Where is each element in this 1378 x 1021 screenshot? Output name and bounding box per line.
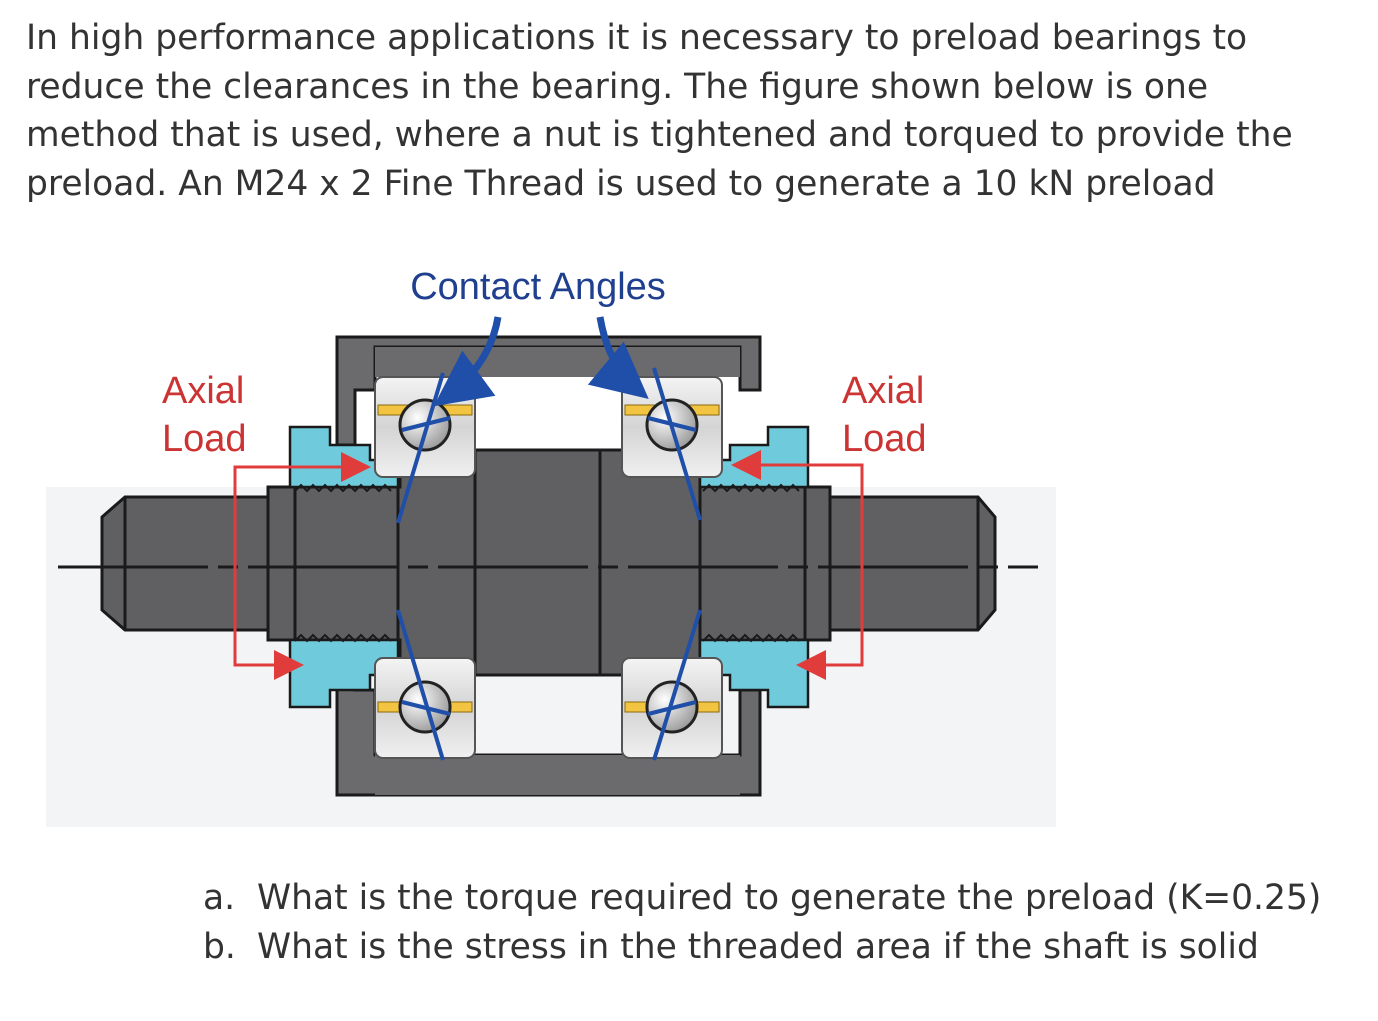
intro-line-1: In high performance applications it is n… — [26, 18, 1248, 58]
contact-angle-pointer-left — [433, 316, 502, 407]
axial-load-arrow-left — [233, 452, 371, 680]
contact-angles-label: Contact Angles — [410, 266, 666, 308]
question-b: b. What is the stress in the threaded are… — [203, 923, 1321, 972]
right-load-label: Load — [842, 418, 927, 460]
threads — [294, 483, 800, 643]
bearing-preload-figure: Contact Angles Axial Load Axial Load — [40, 255, 1060, 835]
question-a-marker: a. — [203, 878, 236, 918]
bearing-top-right — [621, 367, 723, 521]
intro-line-2: reduce the clearances in the bearing. Th… — [26, 66, 1209, 107]
problem-statement: In high performance applications it is n… — [26, 14, 1346, 208]
question-a-text: What is the torque required to generate … — [257, 878, 1322, 918]
contact-angle-pointer-right — [587, 316, 649, 399]
question-a: a. What is the torque required to generat… — [203, 874, 1321, 923]
axial-load-arrow-right — [731, 450, 864, 680]
left-load-label: Load — [162, 418, 247, 460]
question-b-text: What is the stress in the threaded area … — [257, 926, 1259, 967]
intro-line-4: preload. An M24 x 2 Fine Thread is used … — [26, 163, 1216, 204]
bearing-bottom-right — [621, 609, 723, 761]
bearing-diagram: Contact Angles Axial Load Axial Load — [46, 266, 1056, 827]
bearing-bottom-left — [374, 609, 476, 761]
question-list: a. What is the torque required to generat… — [203, 874, 1321, 971]
left-axial-label: Axial — [162, 370, 244, 412]
right-axial-label: Axial — [842, 370, 924, 412]
intro-line-3: method that is used, where a nut is tigh… — [26, 115, 1293, 155]
question-b-marker: b. — [203, 926, 236, 967]
